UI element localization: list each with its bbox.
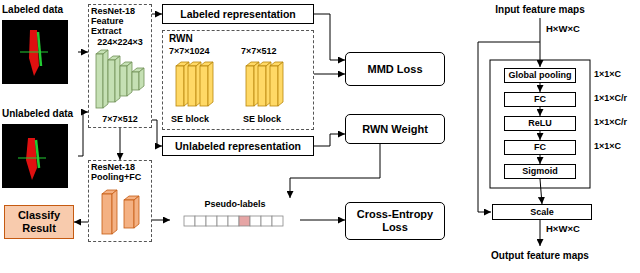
- flow-arrow: [540, 131, 541, 140]
- flow-arrow: [120, 128, 121, 160]
- output-arrow: [540, 220, 541, 246]
- process-box: Unlabeled representation: [162, 136, 314, 156]
- se-frame: [490, 60, 590, 188]
- flow-arrow: [300, 220, 345, 221]
- node-text: FC: [534, 142, 546, 152]
- node-text: 7×7×1024: [169, 47, 210, 57]
- flow-arrow: [152, 120, 162, 146]
- node-text: Unlabeled data: [2, 108, 73, 119]
- result-box: Classify Result: [4, 205, 74, 239]
- dimension-label: 1×1×C: [594, 70, 621, 80]
- node-text: Pseudo-labels: [170, 200, 300, 210]
- image-panel: Labeled data: [2, 4, 78, 86]
- node-text: Labeled representation: [180, 8, 296, 20]
- flow-arrow: [540, 179, 542, 204]
- flow-arrow: [540, 107, 541, 116]
- network-block: ResNet-18 Pooling+FC: [88, 160, 152, 242]
- layer-box: ReLU: [504, 116, 576, 131]
- node-text: Unlabeled representation: [175, 140, 301, 152]
- labeled-image: [2, 20, 68, 84]
- label-cells: [184, 216, 283, 226]
- image-panel: Unlabeled data: [2, 108, 78, 190]
- loss-box: MMD Loss: [345, 52, 445, 86]
- node-text: ReLU: [528, 118, 552, 128]
- process-box: RWN Weight: [345, 114, 445, 144]
- node-text: 224×224×3: [91, 38, 149, 48]
- dimension-label: H×W×C: [546, 24, 580, 34]
- rwn-layers: [176, 62, 283, 106]
- label-vector: Pseudo-labels: [170, 198, 300, 228]
- node-text: 7×7×512: [241, 47, 277, 57]
- node-text: FC: [534, 94, 546, 104]
- node-text: 7×7×512: [91, 115, 149, 125]
- flow-arrow: [78, 52, 88, 53]
- loss-box: Cross-Entropy Loss: [345, 202, 445, 240]
- node-text: Sigmoid: [522, 166, 558, 176]
- process-box: Labeled representation: [162, 4, 314, 24]
- node-text: Labeled data: [2, 4, 63, 15]
- node-text: ResNet-18 Feature Extract: [91, 7, 149, 37]
- node-text: ResNet-18 Pooling+FC: [91, 163, 149, 183]
- flow-arrow: [314, 74, 345, 75]
- node-text: SE block: [243, 115, 281, 125]
- network-block: RWN 7×7×1024 7×7×512 SE block SE block: [162, 30, 314, 130]
- layer-box: Scale: [492, 204, 592, 220]
- node-text: RWN Weight: [362, 123, 428, 136]
- flow-arrow: [540, 83, 541, 92]
- node-text: SE block: [171, 115, 209, 125]
- node-text: Classify Result: [8, 209, 70, 234]
- flow-arrow: [74, 222, 88, 223]
- network-block: ResNet-18 Feature Extract224×224×3 7×7×51…: [88, 4, 152, 128]
- flow-arrow: [540, 155, 541, 164]
- flow-arrow: [314, 134, 345, 146]
- dimension-label: 1×1×C: [594, 142, 621, 152]
- flow-arrow: [152, 220, 170, 221]
- layer-box: FC: [504, 140, 576, 155]
- dimension-label: H×W×C: [546, 224, 580, 234]
- flow-arrow: [152, 14, 162, 15]
- node-text: Scale: [530, 207, 554, 217]
- layer-box: Global pooling: [504, 68, 576, 83]
- node-text: Global pooling: [509, 70, 572, 80]
- resnet-layers: [96, 50, 144, 108]
- node-text: RWN: [169, 33, 193, 44]
- node-text: Cross-Entropy Loss: [349, 208, 441, 233]
- flow-arrow: [314, 14, 345, 60]
- unlabeled-image: [2, 124, 68, 188]
- dimension-label: 1×1×C/r: [594, 94, 627, 104]
- dimension-label: 1×1×C/r: [594, 118, 627, 128]
- pooling-layers: [102, 190, 139, 234]
- layer-box: Sigmoid: [504, 164, 576, 179]
- node-text: MMD Loss: [368, 63, 423, 76]
- layer-box: FC: [504, 92, 576, 107]
- dimension-label: Output feature maps: [490, 250, 590, 261]
- dimension-label: Input feature maps: [490, 4, 590, 15]
- flow-arrow: [78, 112, 88, 156]
